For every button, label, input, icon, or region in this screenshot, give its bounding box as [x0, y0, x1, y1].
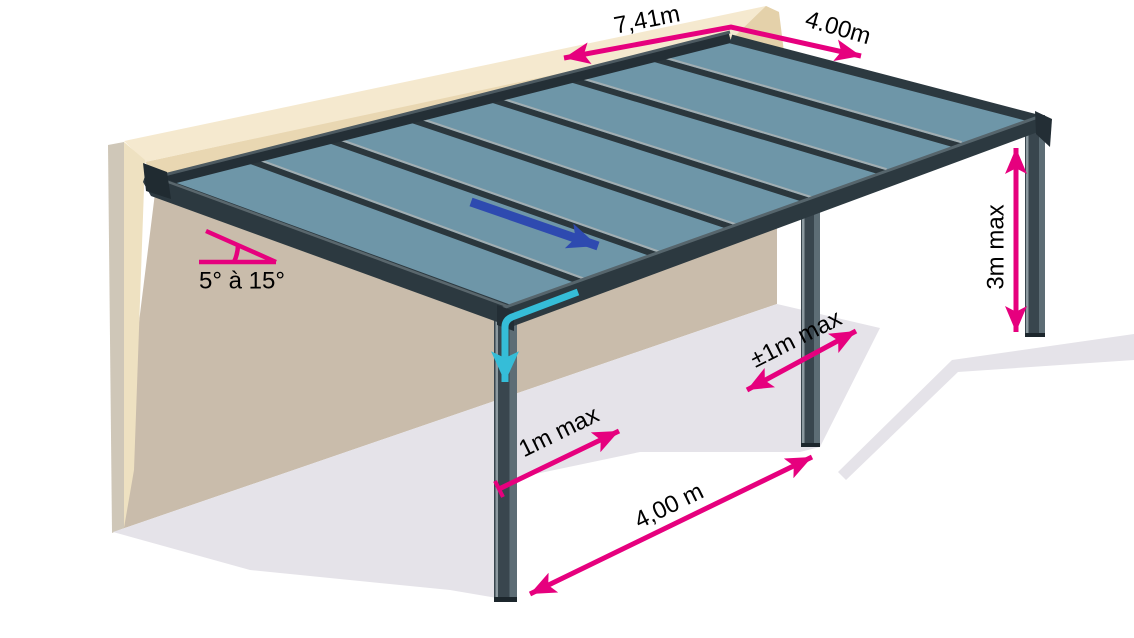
- divider-highlight: [570, 74, 887, 170]
- roof: [143, 30, 1052, 331]
- wall-width-and-depth-arrow: [563, 24, 862, 65]
- left-rafter-highlight: [151, 174, 508, 308]
- roof-slope-angle-symbol: [199, 228, 277, 265]
- roof-slope-flow-arrow: [469, 197, 600, 251]
- divider-rail: [406, 116, 737, 231]
- divider-highlight: [329, 135, 661, 253]
- left-rafter: [143, 170, 511, 327]
- right-post-side: [1039, 115, 1045, 337]
- dimension-arrows: [199, 24, 1028, 597]
- right-post-highlight: [1026, 115, 1029, 337]
- post-spacing-arrow: [528, 454, 814, 597]
- front-left-post-highlight: [495, 315, 498, 602]
- mid-post-tolerance-arrow: [745, 328, 858, 393]
- wall-left-edge: [108, 142, 124, 533]
- right-post: [1025, 115, 1045, 337]
- divider-rail: [567, 76, 888, 176]
- front-gutter: [503, 116, 1046, 327]
- roof-panel-dividers: [245, 53, 963, 286]
- label-roof-slope: 5° à 15°: [199, 268, 285, 295]
- divider-highlight: [409, 114, 736, 225]
- divider-highlight: [651, 53, 962, 143]
- middle-post-highlight: [802, 212, 805, 447]
- divider-highlight: [248, 155, 586, 280]
- divider-rail: [487, 96, 813, 204]
- middle-post-foot: [801, 443, 820, 447]
- front-left-post-side: [509, 315, 517, 602]
- front-gutter-right-cap: [1035, 111, 1052, 147]
- label-post-height: 3m max: [983, 204, 1010, 289]
- front-left-post-foot: [494, 597, 517, 602]
- divider-rail: [245, 157, 587, 286]
- front-left-post: [494, 315, 517, 602]
- divider-rail: [648, 55, 963, 149]
- gutter-drain-arrow: [491, 288, 580, 382]
- front-gutter-highlight: [502, 115, 1039, 310]
- ground-shadow-right: [838, 334, 1134, 480]
- right-post-foot: [1025, 333, 1045, 337]
- divider-highlight: [490, 94, 812, 198]
- wall-shadow-face: [113, 193, 777, 532]
- divider-rail: [326, 137, 662, 259]
- middle-post-side: [814, 212, 820, 447]
- wall-left-wedge: [124, 142, 145, 528]
- left-rafter-wall-cap: [143, 163, 171, 199]
